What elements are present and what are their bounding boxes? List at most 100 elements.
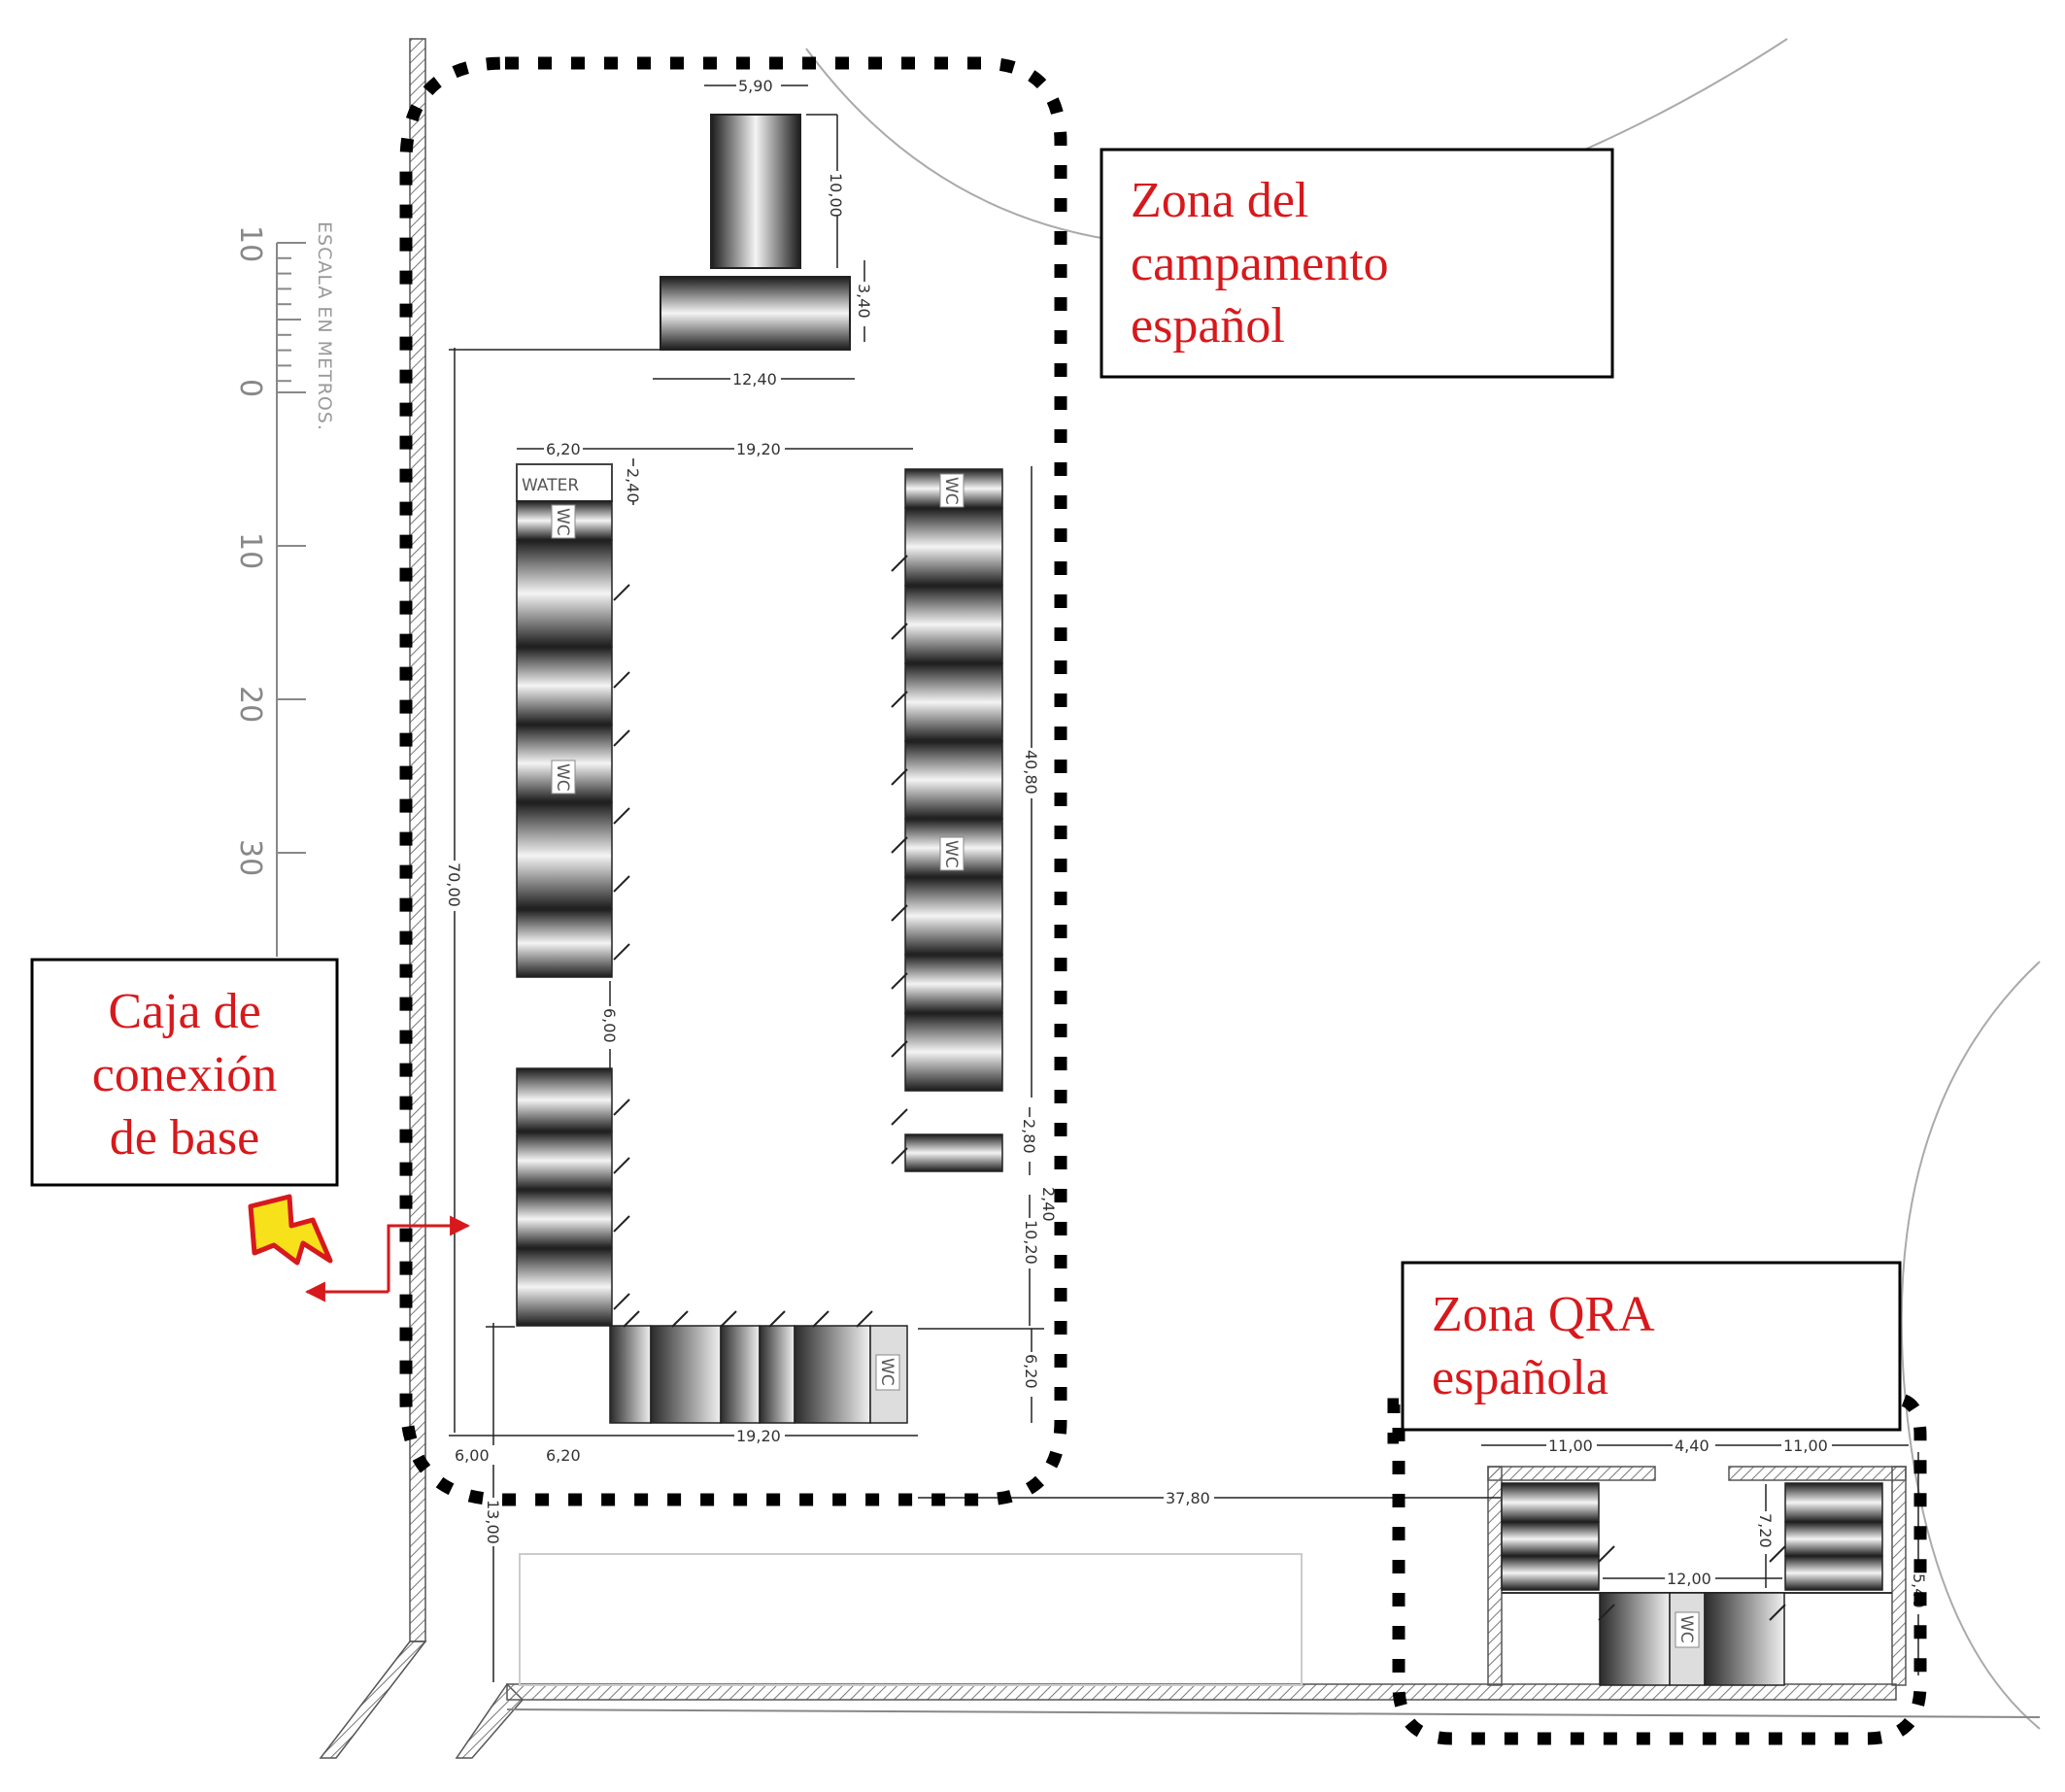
callout-line: Caja de [108, 984, 260, 1039]
svg-text:6,20: 6,20 [546, 1446, 581, 1465]
door-mark [623, 1310, 640, 1328]
svg-text:12,00: 12,00 [1667, 1570, 1711, 1588]
door-mark [1598, 1604, 1615, 1621]
door-mark [671, 1310, 689, 1328]
lightning-bolt-icon [248, 1194, 333, 1266]
qra-zone-outline [1387, 1392, 1927, 1745]
callout-qra-zone: Zona QRA española [1401, 1261, 1902, 1432]
module-top-wide [660, 276, 851, 351]
svg-text:70,00: 70,00 [445, 862, 463, 907]
door-mark [891, 768, 908, 786]
wc-tag-box [875, 1354, 900, 1391]
scale-tick-label: 10 [233, 532, 267, 569]
callout-line: Zona del [1131, 173, 1308, 228]
wc-tag-box [551, 760, 576, 795]
left-module-column [516, 463, 613, 1327]
door-mark [1598, 1545, 1615, 1563]
door-mark [768, 1310, 786, 1328]
wc-tag: WC [941, 840, 961, 868]
callout-line: española [1432, 1350, 1608, 1405]
door-mark [613, 1157, 630, 1174]
svg-text:19,20: 19,20 [736, 1427, 781, 1445]
callout-line: español [1131, 298, 1285, 354]
wc-tag-box [551, 504, 576, 539]
scale-tick-label: 10 [233, 225, 267, 262]
door-mark [720, 1310, 737, 1328]
svg-text:13,00: 13,00 [484, 1500, 502, 1544]
door-mark [891, 904, 908, 922]
svg-text:19,20: 19,20 [736, 440, 781, 458]
door-mark [891, 1108, 908, 1126]
svg-text:6,20: 6,20 [546, 440, 581, 458]
callout-connection-box: Caja de conexión de base [30, 958, 339, 1187]
door-mark [891, 1147, 908, 1165]
scale-bar: 10 0 10 20 30 ESCALA EN METROS. [233, 221, 335, 957]
callout-line: conexión [92, 1047, 278, 1102]
svg-text:5,90: 5,90 [738, 77, 773, 95]
door-mark [613, 1099, 630, 1116]
svg-text:40,80: 40,80 [1022, 750, 1040, 795]
svg-text:37,80: 37,80 [1166, 1489, 1210, 1507]
scale-label: ESCALA EN METROS. [314, 221, 335, 431]
door-mark [613, 875, 630, 893]
module-top [710, 114, 801, 269]
wc-tag: WC [941, 477, 961, 505]
door-mark [891, 623, 908, 640]
wc-tag: WC [877, 1358, 897, 1386]
dimension-ticks [613, 555, 1786, 1621]
contour-arc-right [1900, 961, 2041, 1730]
door-mark [891, 691, 908, 708]
door-mark [891, 1040, 908, 1058]
perimeter-wall [319, 38, 2041, 1759]
dimension-labels: 5,90 10,00 3,40 12,40 6,20 19,20 2,40 40… [445, 76, 1929, 1614]
door-mark [891, 555, 908, 572]
wc-tag-box [939, 836, 965, 871]
door-mark [856, 1310, 873, 1328]
water-tag: WATER [522, 476, 579, 495]
svg-text:12,40: 12,40 [732, 370, 777, 389]
svg-text:11,00: 11,00 [1548, 1437, 1593, 1455]
door-mark [613, 1293, 630, 1310]
svg-text:6,20: 6,20 [1022, 1354, 1040, 1389]
scale-tick-label: 20 [233, 686, 267, 723]
connection-arrow [387, 1215, 471, 1292]
svg-text:2,80: 2,80 [1020, 1119, 1038, 1154]
svg-text:2,40: 2,40 [624, 468, 642, 503]
svg-text:10,20: 10,20 [1022, 1220, 1040, 1265]
parking-area [519, 1553, 1303, 1686]
svg-text:4,40: 4,40 [1675, 1437, 1710, 1455]
door-mark [1769, 1545, 1786, 1563]
wc-tag-box [939, 473, 965, 508]
door-mark [613, 1215, 630, 1233]
door-mark [891, 972, 908, 990]
bottom-module-row [609, 1325, 908, 1424]
spanish-camp-zone-outline [399, 56, 1067, 1506]
door-mark [613, 584, 630, 601]
right-module-column [904, 468, 1003, 1172]
svg-text:6,00: 6,00 [455, 1446, 490, 1465]
svg-text:6,00: 6,00 [600, 1008, 619, 1043]
door-mark [613, 671, 630, 689]
door-mark [613, 729, 630, 747]
wc-tag: WC [553, 763, 572, 792]
door-mark [613, 943, 630, 961]
svg-text:2,40: 2,40 [1039, 1187, 1058, 1222]
callout-spanish-camp: Zona del campamento español [1100, 148, 1614, 379]
door-mark [1769, 1604, 1786, 1621]
svg-text:11,00: 11,00 [1783, 1437, 1828, 1455]
scale-tick-label: 30 [233, 839, 267, 876]
svg-text:7,20: 7,20 [1756, 1513, 1775, 1548]
wc-tag: WC [1676, 1615, 1696, 1643]
callout-line: de base [110, 1110, 259, 1166]
svg-text:10,00: 10,00 [827, 173, 845, 218]
callout-line: campamento [1131, 236, 1389, 291]
scale-tick-label: 0 [233, 379, 267, 397]
callout-line: Zona QRA [1432, 1287, 1655, 1342]
door-mark [891, 836, 908, 854]
qra-building: WC [1487, 1466, 1907, 1686]
svg-text:3,40: 3,40 [855, 284, 873, 319]
wc-tag: WC [553, 508, 572, 536]
door-mark [613, 807, 630, 825]
door-mark [812, 1310, 829, 1328]
